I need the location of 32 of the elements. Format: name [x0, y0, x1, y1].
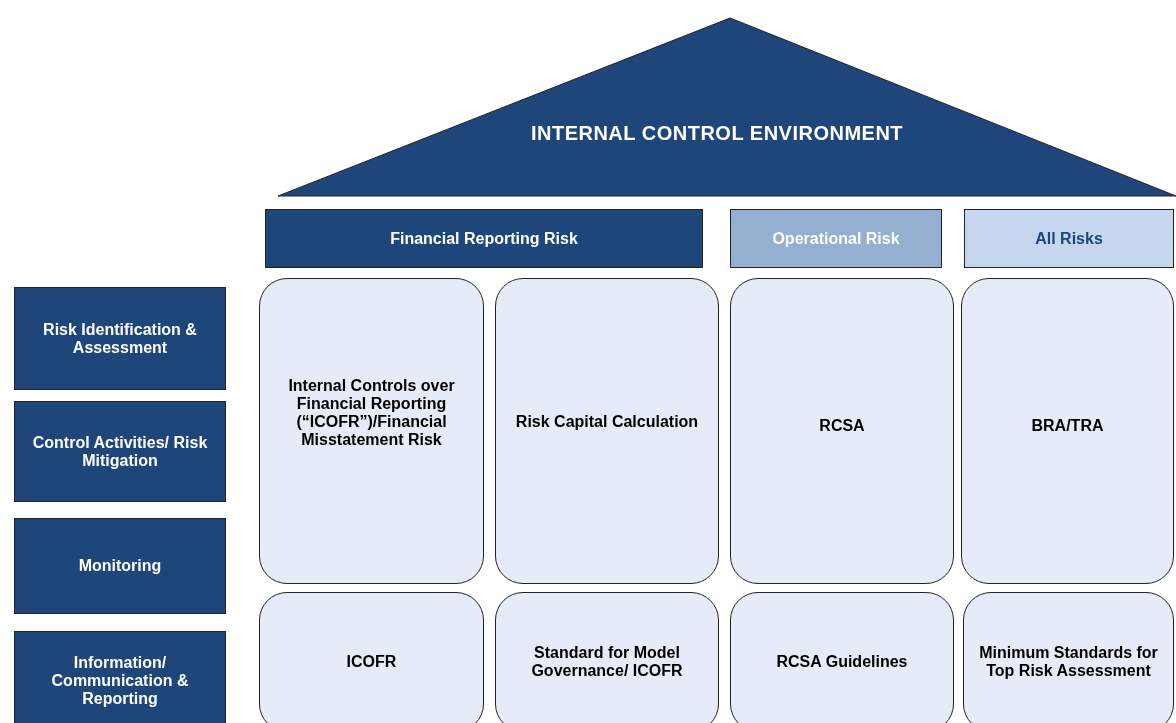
row-header: [14, 518, 226, 614]
rounded-box: [730, 592, 954, 723]
rounded-box: [963, 592, 1174, 723]
box-text: RCSA Guidelines: [776, 653, 908, 671]
rounded-box: [961, 278, 1174, 584]
row-header: [14, 287, 226, 390]
rounded-box: [259, 278, 484, 584]
row-header: [14, 401, 226, 502]
header-text: All Risks: [1035, 229, 1103, 248]
box-text: Minimum Standards for Top Risk Assessment: [978, 644, 1159, 680]
box-text: BRA/TRA: [1031, 417, 1104, 435]
box-text: Internal Controls over Financial Reporting (“ICOFR”)/Financial Misstatement Risk: [287, 377, 456, 449]
box-text: Risk Capital Calculation: [515, 413, 699, 431]
box-text: RCSA: [819, 417, 865, 435]
box-text: Standard for Model Governance/ ICOFR: [530, 644, 684, 680]
column-header: [265, 209, 703, 268]
header-text: Financial Reporting Risk: [390, 229, 578, 248]
header-text: Monitoring: [78, 557, 162, 575]
header-text: Information/ Communication & Reporting: [50, 654, 190, 708]
column-header: [964, 209, 1174, 268]
roof-triangle: [278, 17, 1176, 197]
rounded-box: [259, 592, 484, 723]
rounded-box: [495, 592, 719, 723]
row-header: [14, 631, 226, 723]
box-text: ICOFR: [346, 653, 397, 671]
header-text: Control Activities/ Risk Mitigation: [31, 433, 209, 470]
header-text: Risk Identification & Assessment: [42, 320, 198, 357]
header-text: Operational Risk: [772, 229, 900, 248]
rounded-box: [730, 278, 954, 584]
column-header: [730, 209, 942, 268]
rounded-box: [495, 278, 719, 584]
roof-title: INTERNAL CONTROL ENVIRONMENT: [530, 122, 904, 145]
